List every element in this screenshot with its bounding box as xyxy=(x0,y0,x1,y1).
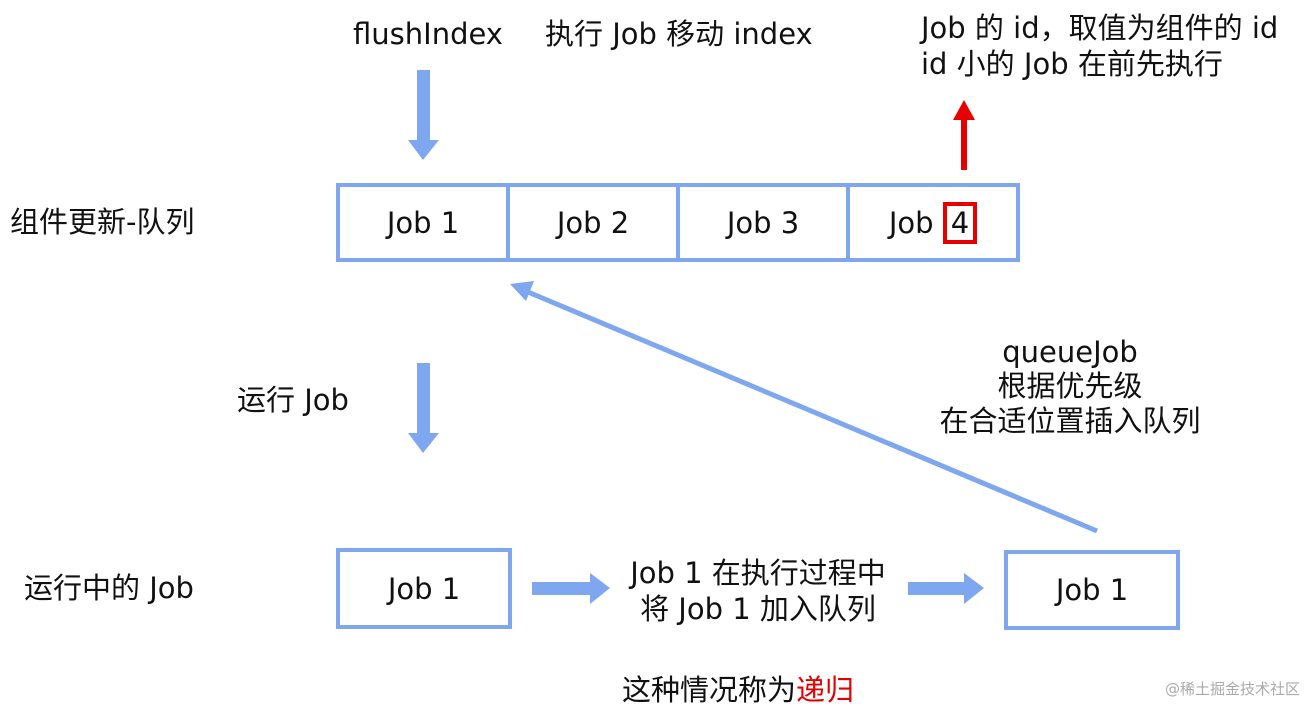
queue-job-line3: 在合适位置插入队列 xyxy=(939,404,1201,438)
to-inserted-arrow xyxy=(908,573,984,604)
to-middle-arrow xyxy=(532,573,610,604)
middle-line1: Job 1 在执行过程中 xyxy=(630,556,886,590)
running-job-label: 运行中的 Job xyxy=(24,571,194,605)
watermark: @稀土掘金技术社区 xyxy=(1164,680,1300,698)
queue-job-line1: queueJob xyxy=(1002,335,1138,369)
id-note-line1: Job 的 id，取值为组件的 id xyxy=(921,11,1279,45)
recursion-caption-prefix: 这种情况称为 xyxy=(622,673,797,707)
flush-index-label: flushIndex xyxy=(353,17,503,51)
middle-line2: 将 Job 1 加入队列 xyxy=(640,592,876,626)
execute-move-label: 执行 Job 移动 index xyxy=(545,17,813,51)
queue-label: 组件更新-队列 xyxy=(10,205,195,239)
run-job-arrow xyxy=(408,363,439,453)
queue-cell-job-2: Job 2 xyxy=(510,187,680,258)
queue-cell-job-4: Job 4 xyxy=(850,187,1016,258)
recursion-caption: 这种情况称为递归 xyxy=(622,672,854,708)
job-queue: Job 1 Job 2 Job 3 Job 4 xyxy=(336,183,1020,262)
flush-index-arrow xyxy=(408,70,439,160)
id-note-line2: id 小的 Job 在前先执行 xyxy=(921,47,1223,81)
running-job-box: Job 1 xyxy=(336,548,512,629)
red-up-arrow xyxy=(953,100,975,170)
insert-back-arrow xyxy=(510,281,1098,534)
recursion-highlight: 递归 xyxy=(796,673,855,707)
queue-cell-job-1: Job 1 xyxy=(340,187,510,258)
inserted-job-box: Job 1 xyxy=(1004,550,1180,630)
queue-cell-job-4-prefix: Job xyxy=(888,205,943,240)
queue-job-line2: 根据优先级 xyxy=(997,369,1143,403)
queue-cell-job-3: Job 3 xyxy=(680,187,850,258)
run-job-label: 运行 Job xyxy=(237,383,349,417)
job-id-highlight: 4 xyxy=(942,201,978,244)
